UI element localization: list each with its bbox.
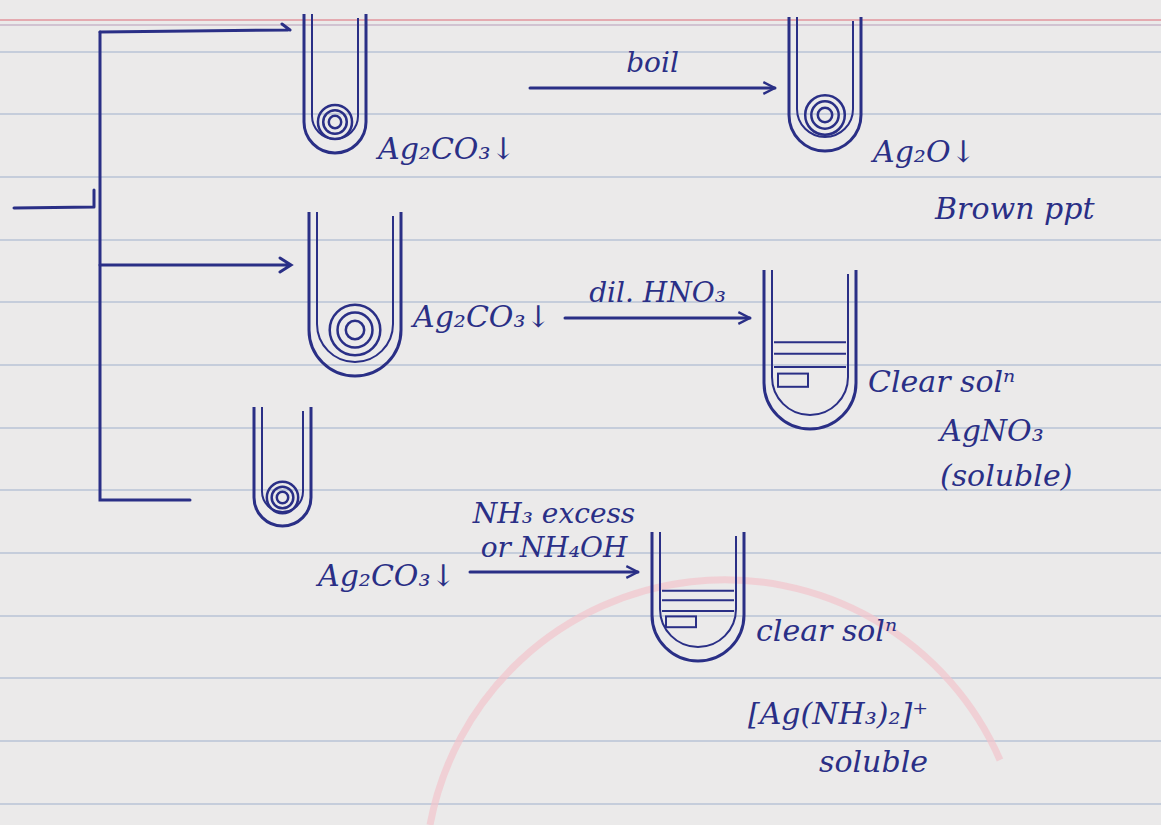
tube-drawing xyxy=(648,530,748,665)
tube-label: Ag₂O↓ xyxy=(873,133,976,171)
watermark-ring xyxy=(430,580,1000,825)
margin-line xyxy=(0,24,1161,26)
tube-outline xyxy=(764,270,856,429)
reaction-arrow xyxy=(470,571,638,574)
bracket-tick xyxy=(14,190,94,208)
precipitate xyxy=(346,321,364,339)
precipitate xyxy=(330,305,381,356)
solution-level xyxy=(774,353,846,355)
precipitate xyxy=(805,95,845,135)
bracket-branch xyxy=(100,258,291,272)
tube-drawing xyxy=(305,210,405,380)
tube-inner xyxy=(262,407,303,512)
tube-label: Ag₂CO₃↓ xyxy=(413,298,551,336)
tube-note: [Ag(NH₃)₂]⁺ soluble xyxy=(688,690,928,786)
tube-drawing xyxy=(785,15,865,155)
test-tube: Ag₂O↓ Brown ppt xyxy=(785,15,1098,232)
tube-inner xyxy=(312,14,358,139)
tube-label: Clear solⁿ xyxy=(868,363,1015,401)
tube-inner xyxy=(797,17,853,137)
solution-level xyxy=(774,341,846,343)
tube-note: AgNO₃ (soluble) xyxy=(940,408,1110,498)
precipitate xyxy=(277,492,288,503)
solution-level xyxy=(662,599,734,601)
tube-label: Ag₂CO₃↓ xyxy=(318,557,456,595)
solution-mark xyxy=(778,374,808,387)
tube-outline xyxy=(789,17,861,151)
reagent-label: dil. HNO₃ xyxy=(563,276,753,310)
tube-drawing xyxy=(300,12,370,157)
precipitate xyxy=(329,116,341,128)
reaction-arrow xyxy=(565,317,750,320)
test-tube: clear solⁿ [Ag(NH₃)₂]⁺ soluble xyxy=(648,530,932,790)
precipitate xyxy=(272,487,294,509)
solution-level xyxy=(774,366,846,368)
bracket-branch xyxy=(100,24,290,32)
tube-inner xyxy=(772,270,848,415)
reagent-label: NH₃ excess or NH₄OH xyxy=(464,497,644,564)
test-tube: Clear solⁿAgNO₃ (soluble) xyxy=(760,268,1114,502)
precipitate xyxy=(338,313,373,348)
reagent-label: boil xyxy=(593,46,713,80)
ruled-lines xyxy=(0,52,1161,804)
test-tube: Ag₂CO₃↓ xyxy=(300,12,520,172)
tube-note: Brown ppt xyxy=(935,190,1094,228)
reaction-arrow xyxy=(530,87,775,90)
precipitate xyxy=(267,482,298,513)
margin-line xyxy=(0,19,1161,21)
precipitate xyxy=(318,105,352,139)
tube-inner xyxy=(317,212,393,362)
tube-inner xyxy=(660,532,736,647)
tube-label: Ag₂CO₃↓ xyxy=(378,130,516,168)
precipitate xyxy=(323,110,347,134)
tube-drawing xyxy=(250,405,315,530)
tube-outline xyxy=(309,212,401,376)
precipitate xyxy=(811,101,838,128)
tube-outline xyxy=(254,407,311,526)
test-tube: Ag₂CO₃↓ xyxy=(305,210,555,380)
solution-level xyxy=(662,590,734,592)
precipitate xyxy=(818,108,832,122)
solution-mark xyxy=(666,616,696,627)
bracket xyxy=(14,24,291,500)
tube-label: clear solⁿ xyxy=(756,612,897,650)
test-tube: Ag₂CO₃↓ xyxy=(250,405,460,599)
tube-drawing xyxy=(760,268,860,433)
solution-level xyxy=(662,610,734,612)
tube-outline xyxy=(304,14,366,153)
tube-outline xyxy=(652,532,744,661)
